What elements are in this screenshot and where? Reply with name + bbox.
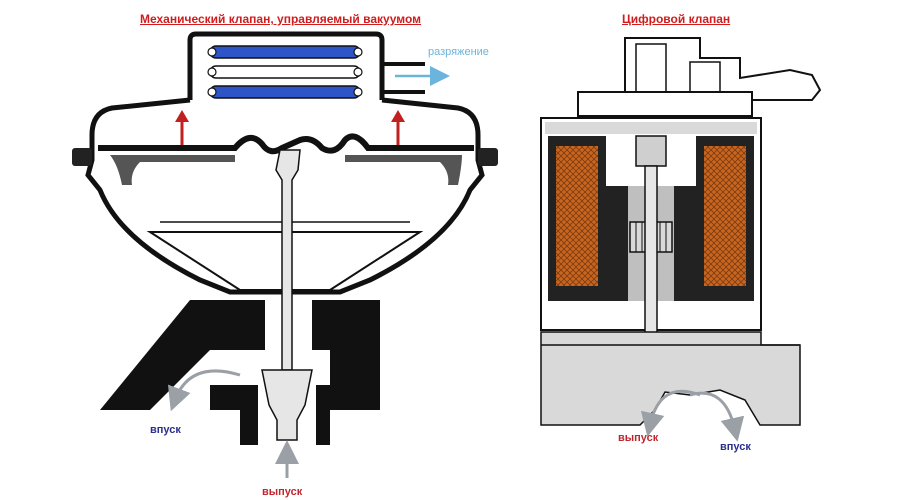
diaphragm <box>98 133 474 155</box>
electrical-connector <box>624 37 822 101</box>
digital-valve-title: Цифровой клапан <box>622 12 731 26</box>
diaphragm-plate-right <box>345 155 462 185</box>
valve-body-right <box>312 300 380 410</box>
right-coil <box>704 146 746 286</box>
lower-body <box>540 331 801 426</box>
vacuum-label: разряжение <box>428 46 489 58</box>
valve-body <box>100 300 265 410</box>
left-coil <box>556 146 598 286</box>
vacuum-port <box>382 62 450 94</box>
left-inlet-flow-arrow <box>167 369 241 412</box>
digital-valve <box>540 37 822 442</box>
right-inlet-flow-arrow <box>689 391 745 442</box>
housing-cone <box>146 231 424 291</box>
right-bolt <box>478 148 498 166</box>
upper-pin <box>635 135 667 167</box>
solenoid-cap <box>577 91 753 117</box>
valve-seat-right <box>316 385 330 445</box>
diaphragm-plate-left <box>110 155 235 185</box>
mechanical-valve <box>72 31 498 478</box>
valve-head <box>261 369 313 441</box>
right-inlet-label: впуск <box>720 441 751 453</box>
left-outlet-label: выпуск <box>262 486 303 498</box>
left-bolt <box>72 148 92 166</box>
vacuum-lift-arrows <box>175 110 405 145</box>
valve-seat-block <box>210 385 258 445</box>
mechanical-valve-title: Механический клапан, управляемый вакуумо… <box>140 12 421 26</box>
left-inlet-label: впуск <box>150 424 181 436</box>
